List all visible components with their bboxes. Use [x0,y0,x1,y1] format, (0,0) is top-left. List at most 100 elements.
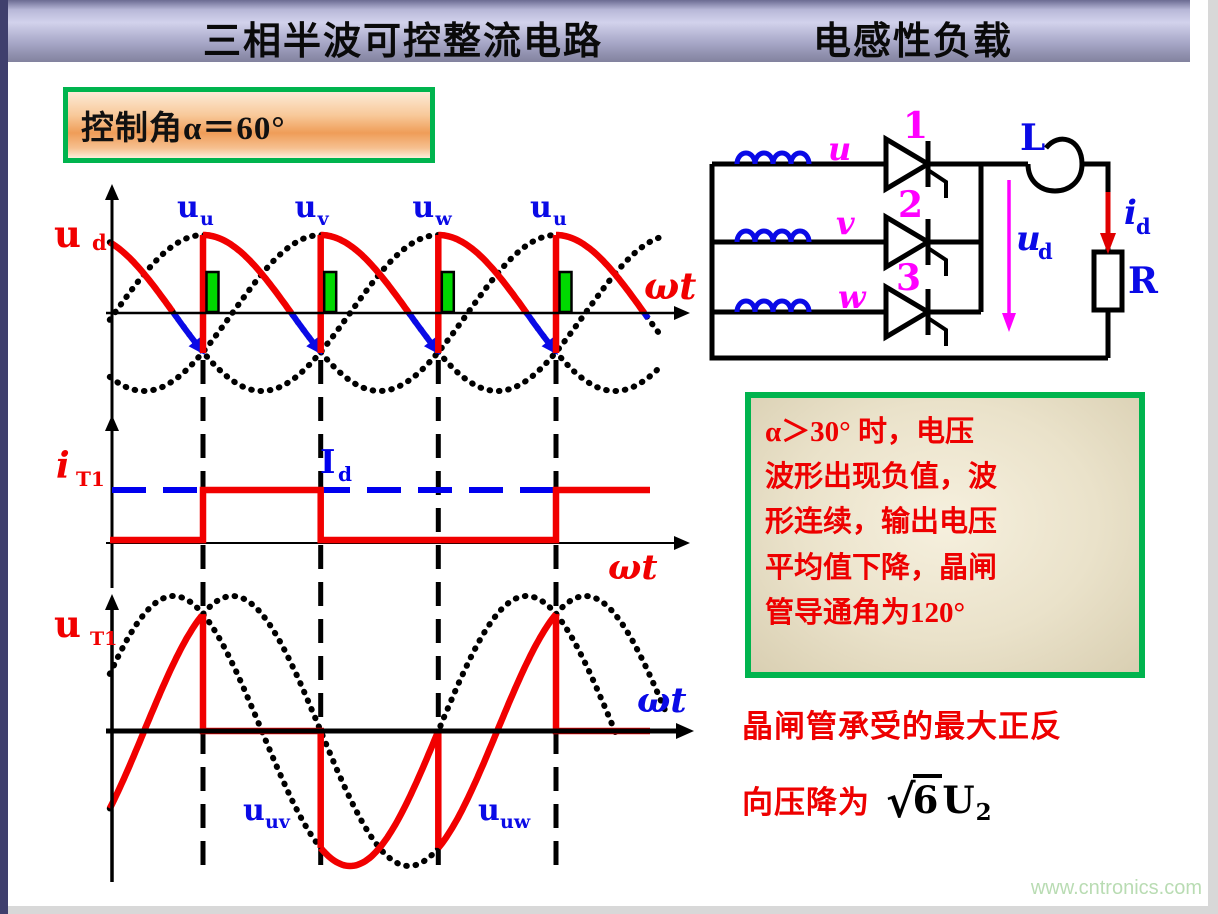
ud-label-sub: d [1038,239,1053,264]
note-line: α＞30° 时，电压 [765,416,975,448]
thyristor-icon-2 [883,212,948,276]
peak-label-sub: u [553,208,567,230]
phase-voltage-dotted-u_v [106,232,662,394]
ud-negative-segment [406,311,441,354]
plot1-y-axis-arrowhead [105,184,119,200]
ud-negative-arrowhead [424,337,441,355]
ud-negative-arrowhead [188,337,205,355]
bottom-border-strip [8,906,1208,914]
plot2-x-axis-arrowhead [674,536,690,550]
conclusion-line-1: 晶闸管承受的最大正反 [742,709,1062,744]
thyristor-2-label: 2 [898,184,923,226]
voltage-symbol: U [942,778,976,822]
plot1-y-label: u [54,212,81,256]
coil-icon-v [734,228,812,243]
peak-label: u [412,190,434,225]
ut1-curve [199,614,324,848]
ud-output-curve [320,231,412,315]
ut1-curve [318,729,442,870]
gate-pulse-icon [558,270,573,314]
line-voltage-label: u [478,793,500,828]
ud-output-curve [438,231,530,315]
ud-negative-arrowhead [541,337,559,355]
plot2-y-label: i [56,445,70,487]
watermark: www.cntronics.com [1030,877,1202,899]
line-voltage-label-sub: uv [265,811,291,833]
load-right-wire [1082,161,1111,358]
page-subtitle: 电感性负载 [813,21,1014,63]
ud-output-curve [203,231,294,315]
gate-pulse-icon [440,270,456,314]
ud-negative-segment [288,311,324,354]
left-border-strip [0,0,8,914]
line-voltage-dotted-u_uv [106,593,619,869]
phase-branch-wires [712,161,886,315]
phase-voltage-dotted-u_w [106,232,662,394]
phase-u-label: u [828,130,851,168]
conclusion-line-2-text: 向压降为 [742,785,870,820]
ud-output-curve [556,231,647,315]
ud-label: u [1016,219,1041,259]
control-angle-box: 控制角α＝60° [63,87,435,163]
plot2-x-label: ωt [608,547,658,588]
phase-w-label: w [838,278,867,316]
id-level-label: I [320,442,335,481]
line-voltage-label-sub: uw [500,811,531,833]
plot2-y-label-sub: T1 [76,467,105,491]
id-level-label-sub: d [338,462,352,486]
phase-v-label: v [836,204,855,242]
coil-icon-w [734,298,812,313]
plot1-x-axis-arrowhead [674,306,690,320]
peak-label: u [295,190,317,225]
line-voltage-label: u [243,793,265,828]
it1-square-wave [110,486,650,544]
plot2-y-axis-arrowhead [105,415,119,431]
line-voltage-dotted-u_uw [106,593,668,869]
id-label: i [1124,193,1137,233]
thyristor-3-label: 3 [896,257,921,299]
peak-label-sub: w [434,208,452,230]
ud-arrowhead-icon [1002,313,1016,332]
control-angle-label: 控制角α＝60° [81,111,286,147]
plot3-y-label-sub: T1 [90,628,117,650]
title-bar [8,0,1190,62]
inductor-label: L [1020,117,1045,159]
plot3-x-label: ωt [637,680,687,721]
radical-sign: √ [886,775,916,828]
phase-voltage-dotted-u_u [106,232,662,394]
note-line: 管导通角为120° [765,596,966,629]
ud-negative-segment [171,311,206,354]
plot3-x-axis-arrowhead [676,723,694,739]
conclusion-line-2: 向压降为 √6U2 [742,774,993,828]
resistor-label: R [1128,260,1159,302]
ud-negative-arrowhead [306,337,323,355]
gate-pulse-icon [205,270,220,314]
ut1-curve [552,614,650,735]
ut1-curve [435,612,559,850]
peak-label-sub: v [317,208,330,230]
thyristor-icon-3 [883,282,948,346]
voltage-subscript: 2 [975,799,993,827]
id-arrowhead-icon [1100,233,1116,254]
ud-negative-segment [641,311,651,321]
resistor-icon [1091,249,1125,313]
right-border-strip [1208,0,1218,914]
inductor-icon [1025,136,1085,194]
note-line: 平均值下降，晶闸 [765,551,998,584]
ud-output-curve [108,239,176,314]
ud-negative-segment [524,311,559,354]
peak-label: u [530,190,552,225]
gate-pulse-icon [322,270,338,314]
plot3-y-axis-arrowhead [105,594,119,610]
peak-label: u [177,190,199,225]
coil-icon-u [734,150,812,165]
ut1-curve [106,613,205,810]
plot1-y-label-sub: d [92,230,107,255]
circuit-return-wire [709,164,1108,361]
thyristor-icon-1 [883,134,948,198]
formula-sqrt6U2: √6U2 [886,774,993,828]
id-label-sub: d [1136,214,1151,239]
note-line: 波形出现负值，波 [765,461,998,494]
note-line: 形连续，输出电压 [765,506,998,539]
